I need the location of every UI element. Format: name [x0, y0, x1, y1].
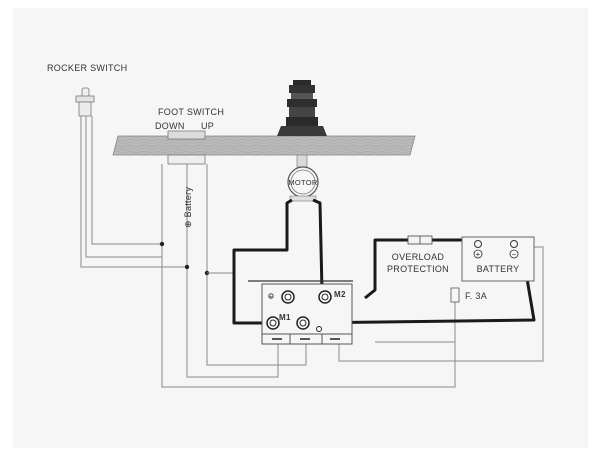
battery: + − BATTERY [461, 236, 535, 282]
control-wires [80, 116, 544, 388]
rocker-switch-label: ROCKER SWITCH [47, 63, 127, 73]
overload-protection: OVERLOAD PROTECTION [387, 235, 449, 274]
battery-plus: + [476, 250, 481, 259]
foot-switch: FOOT SWITCH DOWN UP [155, 107, 224, 165]
rocker-switch: ROCKER SWITCH [47, 63, 127, 117]
deck [112, 135, 416, 156]
battery-minus: − [512, 250, 517, 259]
m2-label: M2 [334, 290, 346, 299]
fuse: F. 3A [450, 287, 487, 303]
windlass-shaft [296, 154, 308, 168]
motor: MOTOR [287, 166, 319, 202]
overload-label-line2: PROTECTION [387, 264, 449, 274]
fuse-label: F. 3A [465, 291, 487, 301]
solenoid-box: + M1 M2 [248, 280, 353, 345]
solenoid-plus: + [269, 295, 273, 301]
motor-label: MOTOR [288, 178, 318, 187]
foot-switch-down-label: DOWN [155, 121, 185, 131]
battery-wire-label: ⊕ Battery [183, 187, 193, 228]
foot-switch-up-label: UP [201, 121, 214, 131]
foot-switch-label: FOOT SWITCH [158, 107, 224, 117]
m1-label: M1 [279, 313, 291, 322]
battery-label: BATTERY [477, 264, 520, 274]
overload-label-line1: OVERLOAD [392, 252, 445, 262]
windlass-gypsy [277, 80, 327, 136]
